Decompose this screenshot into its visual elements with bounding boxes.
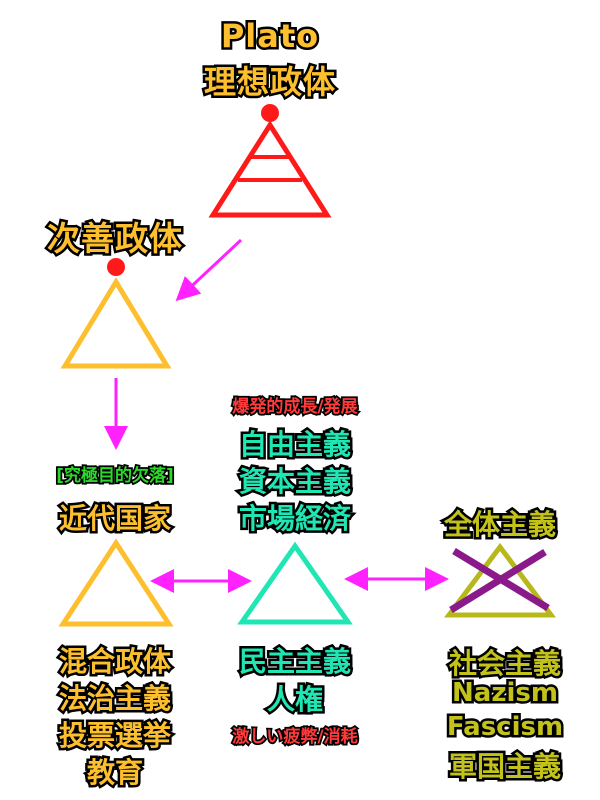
democracy-top-item: 自由主義 — [236, 426, 353, 464]
plato-label: Plato — [218, 15, 320, 58]
second-best-triangle — [60, 277, 172, 369]
modern-state-feature: 法治主義 — [56, 680, 173, 718]
democracy-top-item: 資本主義 — [236, 463, 353, 501]
modern-state-feature: 教育 — [84, 754, 145, 792]
cross-out-line-2 — [449, 549, 547, 613]
ideal-regime-label: 理想政体 — [201, 61, 337, 104]
totalitarian-item: 社会主義 — [446, 645, 563, 683]
ideal-regime-triangle — [208, 120, 332, 218]
ideal-apex-dot — [261, 104, 279, 122]
modern-state-feature: 投票選挙 — [56, 717, 173, 755]
democracy-label: 民主主義 — [236, 643, 353, 681]
exhaustion-label: 激しい疲弊/消耗 — [231, 725, 360, 749]
democracy-triangle — [237, 541, 353, 625]
second-best-label: 次善政体 — [45, 217, 185, 261]
totalitarianism-triangle — [444, 542, 556, 618]
explosive-growth-label: 爆発的成長/発展 — [231, 395, 360, 419]
democracy-top-item: 市場経済 — [236, 500, 353, 538]
missing-ultimate-purpose-note: [究極目的欠落] — [54, 464, 175, 488]
second-best-apex-dot — [107, 258, 125, 276]
totalitarianism-label: 全体主義 — [441, 506, 558, 544]
totalitarian-item: Nazism — [450, 676, 561, 711]
totalitarian-item: Fascism — [444, 710, 565, 745]
modern-state-triangle — [58, 538, 174, 627]
arrow-ideal-to-second-best — [175, 238, 243, 302]
totalitarian-item: 軍国主義 — [446, 748, 563, 786]
modern-state-feature: 混合政体 — [56, 643, 173, 681]
modern-state-label: 近代国家 — [56, 500, 173, 538]
human-rights-label: 人権 — [264, 681, 325, 719]
